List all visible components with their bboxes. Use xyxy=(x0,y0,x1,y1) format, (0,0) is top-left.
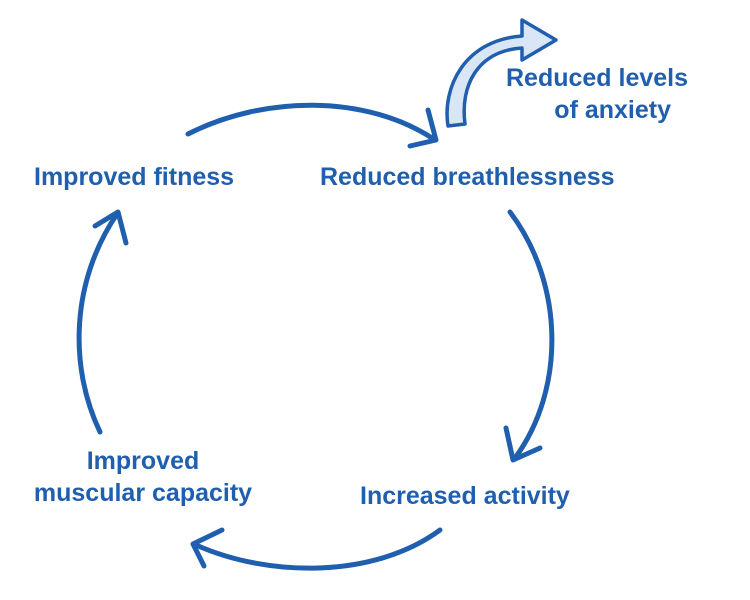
node-reduced-breathlessness-label: Reduced breathlessness xyxy=(320,163,615,191)
node-increased-activity: Increased activity xyxy=(360,480,570,512)
node-improved-muscular-capacity-line1: Improved xyxy=(86,447,200,475)
arrow-activity-to-muscular xyxy=(190,527,443,571)
node-improved-fitness: Improved fitness xyxy=(34,161,234,193)
node-reduced-anxiety-line2: of anxiety xyxy=(554,96,671,124)
node-improved-fitness-label: Improved fitness xyxy=(34,163,235,191)
node-increased-activity-label: Increased activity xyxy=(360,482,570,510)
arrow-muscular-to-fitness xyxy=(76,209,129,435)
node-reduced-breathlessness: Reduced breathlessness xyxy=(320,161,615,193)
arrow-breathlessness-to-anxiety xyxy=(445,18,558,128)
node-improved-muscular-capacity-line2: muscular capacity xyxy=(33,479,253,507)
node-reduced-anxiety-line1: Reduced levels xyxy=(506,64,689,92)
node-reduced-anxiety: Reduced levels of anxiety xyxy=(506,62,689,126)
node-improved-muscular-capacity: Improved muscular capacity xyxy=(30,445,256,509)
arrow-breathlessness-to-activity xyxy=(503,209,555,463)
arrow-fitness-to-breathlessness xyxy=(185,102,439,149)
